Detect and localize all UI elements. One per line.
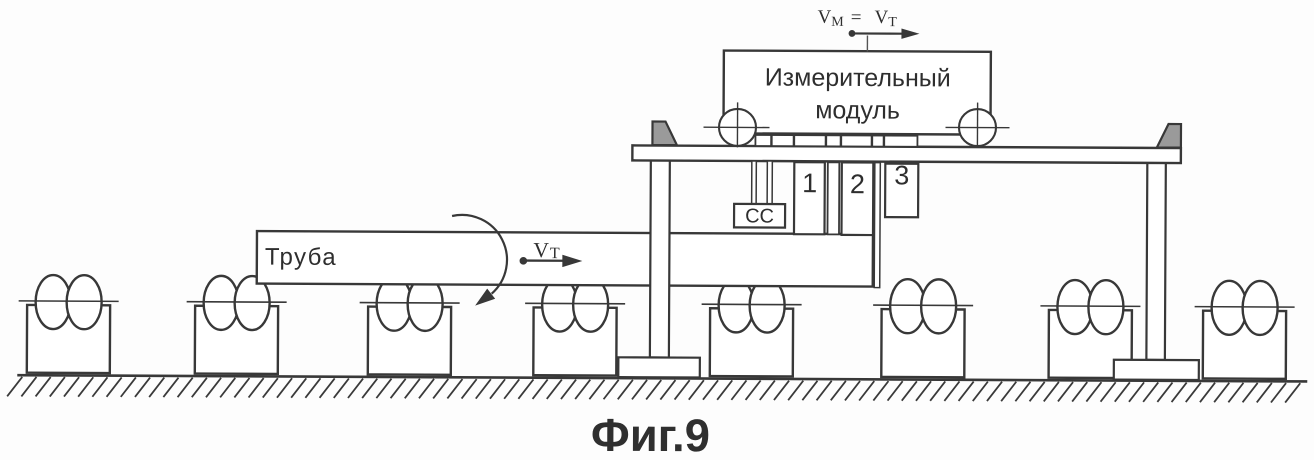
svg-text:1: 1 <box>802 168 817 198</box>
svg-text:Т: Т <box>888 15 897 30</box>
svg-text:М: М <box>831 15 844 30</box>
svg-text:V: V <box>874 7 888 28</box>
svg-text:3: 3 <box>894 160 909 190</box>
svg-text:Измерительный: Измерительный <box>765 64 951 93</box>
svg-text:=: = <box>851 7 862 28</box>
svg-text:Т: Т <box>550 245 560 262</box>
svg-text:Фиг.9: Фиг.9 <box>591 409 710 460</box>
svg-text:Труба: Труба <box>265 244 337 271</box>
svg-text:2: 2 <box>850 169 865 199</box>
svg-text:модуль: модуль <box>815 96 900 124</box>
svg-text:V: V <box>533 238 549 262</box>
svg-text:V: V <box>817 7 831 28</box>
svg-text:СС: СС <box>745 205 774 227</box>
